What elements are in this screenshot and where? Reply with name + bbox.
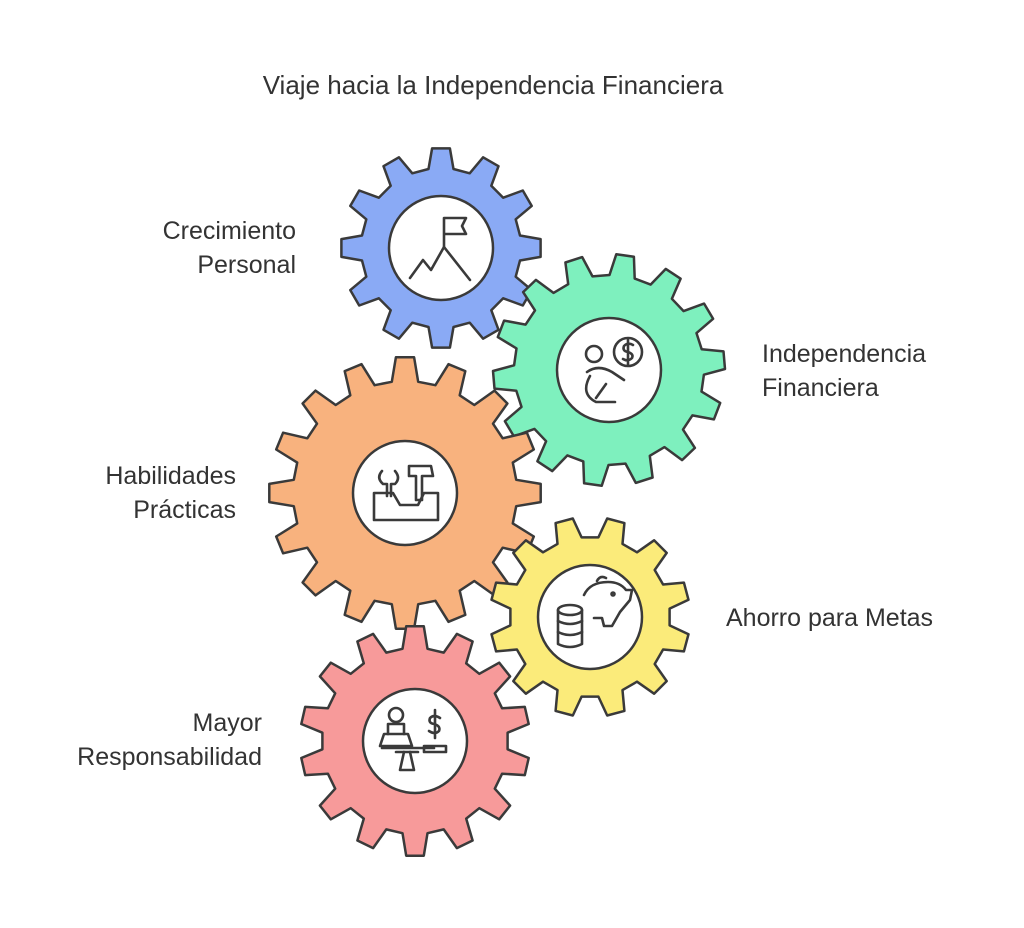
diagram-title: Viaje hacia la Independencia Financiera — [262, 70, 724, 100]
person-scale-dollar-icon — [378, 706, 448, 772]
gear-responsabilidad — [300, 625, 530, 857]
toolbox-icon — [372, 464, 440, 522]
label-habilidades-practicas: Habilidades Prácticas — [105, 459, 236, 527]
label-line: Habilidades — [105, 462, 236, 490]
label-ahorro-para-metas: Ahorro para Metas — [726, 601, 933, 635]
gear-hub — [361, 687, 469, 795]
label-line: Independencia — [762, 340, 927, 368]
label-line: Prácticas — [133, 496, 236, 524]
gear-ahorro — [490, 517, 690, 717]
gear-hub — [351, 439, 459, 547]
piggy-bank-coins-icon — [556, 575, 634, 649]
label-line: Mayor — [192, 709, 262, 737]
label-independencia-financiera: Independencia Financiera — [762, 337, 926, 405]
gear-hub — [536, 563, 644, 671]
mountain-flag-icon — [408, 216, 472, 282]
label-line: Responsabilidad — [77, 743, 262, 771]
gear-hub — [387, 194, 495, 302]
label-line: Crecimiento — [162, 217, 296, 245]
person-dollar-icon — [584, 336, 644, 404]
label-crecimiento-personal: Crecimiento Personal — [163, 214, 296, 282]
label-mayor-responsabilidad: Mayor Responsabilidad — [77, 706, 262, 774]
gear-crecimiento — [340, 147, 542, 349]
label-line: Financiera — [762, 374, 879, 402]
label-line: Personal — [197, 251, 296, 279]
label-line: Ahorro para Metas — [726, 604, 934, 632]
